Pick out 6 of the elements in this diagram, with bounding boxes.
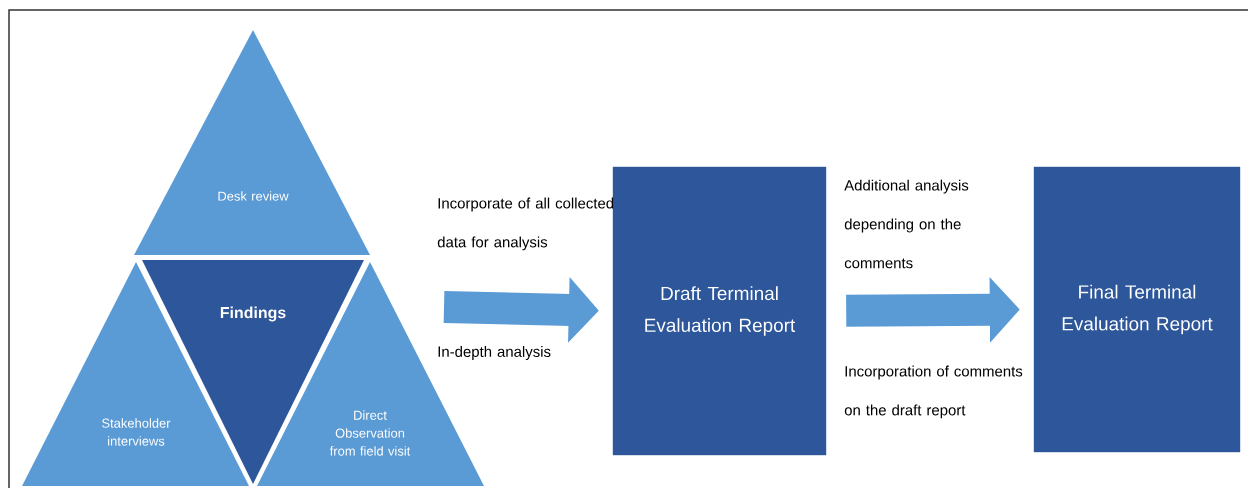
triangle: Desk review [134,30,370,255]
arrow-note: Incorporation of comments on the draft report [844,365,1023,419]
report-box: Final Terminal Evaluation Report [1033,166,1241,453]
edge-label: Additional analysis depending on the comments [844,179,969,269]
edge-label: Incorporate of all collected data for analysis [437,197,614,251]
report-box: Draft Terminal Evaluation Report [612,166,827,456]
